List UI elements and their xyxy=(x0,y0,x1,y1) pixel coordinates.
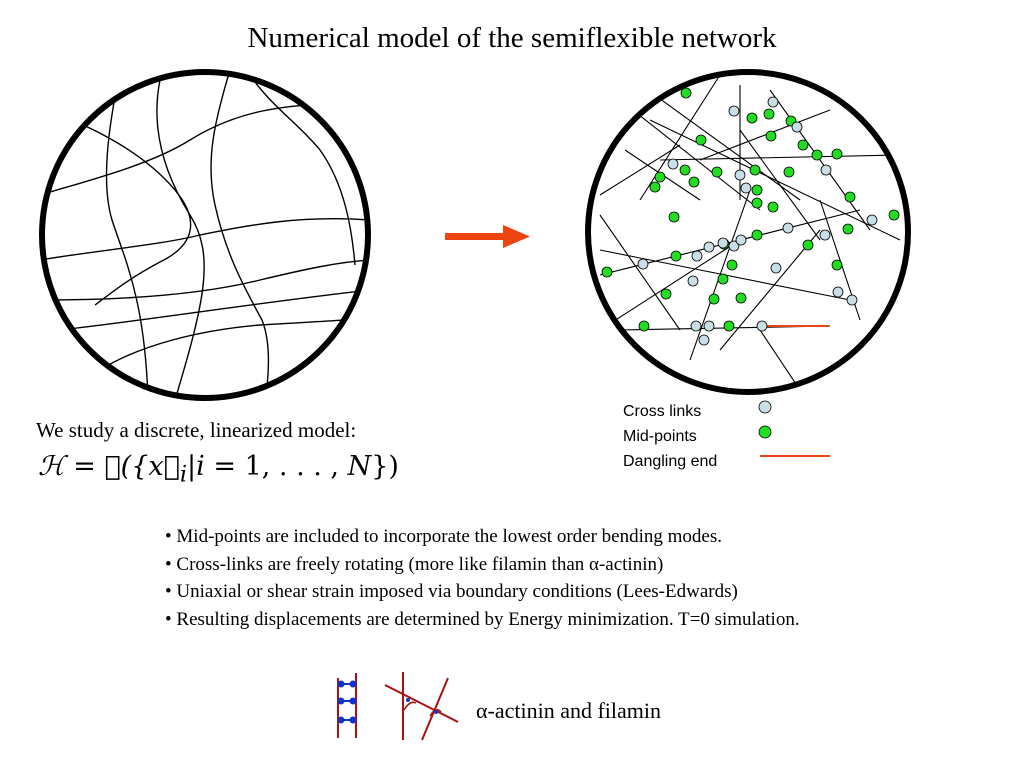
right-circle-boundary xyxy=(585,69,911,395)
filament xyxy=(59,289,368,331)
linker-caption: α-actinin and filamin xyxy=(476,698,662,723)
formula-bar: | xyxy=(187,451,197,482)
filamin-icon xyxy=(384,672,459,741)
formula-rhs-pre: ℋ({ xyxy=(104,451,149,482)
page-title: Numerical model of the semiflexible netw… xyxy=(247,22,777,54)
formula-lhs: ℋ xyxy=(38,451,65,482)
legend-label-dangling-end: Dangling end xyxy=(623,453,718,470)
filament xyxy=(210,72,270,398)
bullet-item: • Resulting displacements are determined… xyxy=(165,608,800,630)
bullet-item: • Uniaxial or shear strain imposed via b… xyxy=(165,581,738,602)
filament xyxy=(44,259,368,301)
legend-label-midpoints: Mid-points xyxy=(623,428,697,445)
formula-N: N xyxy=(347,451,372,482)
filament xyxy=(249,74,356,266)
formula-index: i xyxy=(196,451,205,482)
bullet-list: • Mid-points are included to incorporate… xyxy=(165,523,800,633)
mid-points xyxy=(601,87,900,332)
formula-var: x⃗ xyxy=(148,451,180,482)
alpha-actinin-icon xyxy=(337,673,357,738)
arrow-icon xyxy=(445,225,530,248)
formula-subscript: i xyxy=(179,461,188,488)
formula-range: = 1, . . . , xyxy=(204,451,348,482)
formula-close: }) xyxy=(371,451,399,482)
left-circle-boundary xyxy=(39,69,371,401)
filament xyxy=(59,114,192,306)
formula-eq: = xyxy=(64,451,105,482)
filament xyxy=(105,72,149,398)
hamiltonian-formula: ℋ = ℋ({x⃗i|i = 1, . . . , N}) xyxy=(38,451,399,487)
intro-text: We study a discrete, linearized model: xyxy=(36,418,357,442)
legend-midpoint-symbol xyxy=(758,425,772,439)
legend-crosslink-symbol xyxy=(758,400,772,414)
filament xyxy=(156,79,205,398)
bullet-item: • Cross-links are freely rotating (more … xyxy=(165,553,664,575)
legend-label-crosslinks: Cross links xyxy=(623,403,702,420)
filament xyxy=(42,218,368,261)
filament xyxy=(299,79,368,161)
legend: Cross links Mid-points Dangling end xyxy=(623,399,717,474)
bullet-item: • Mid-points are included to incorporate… xyxy=(165,526,722,547)
cross-links xyxy=(637,96,878,346)
